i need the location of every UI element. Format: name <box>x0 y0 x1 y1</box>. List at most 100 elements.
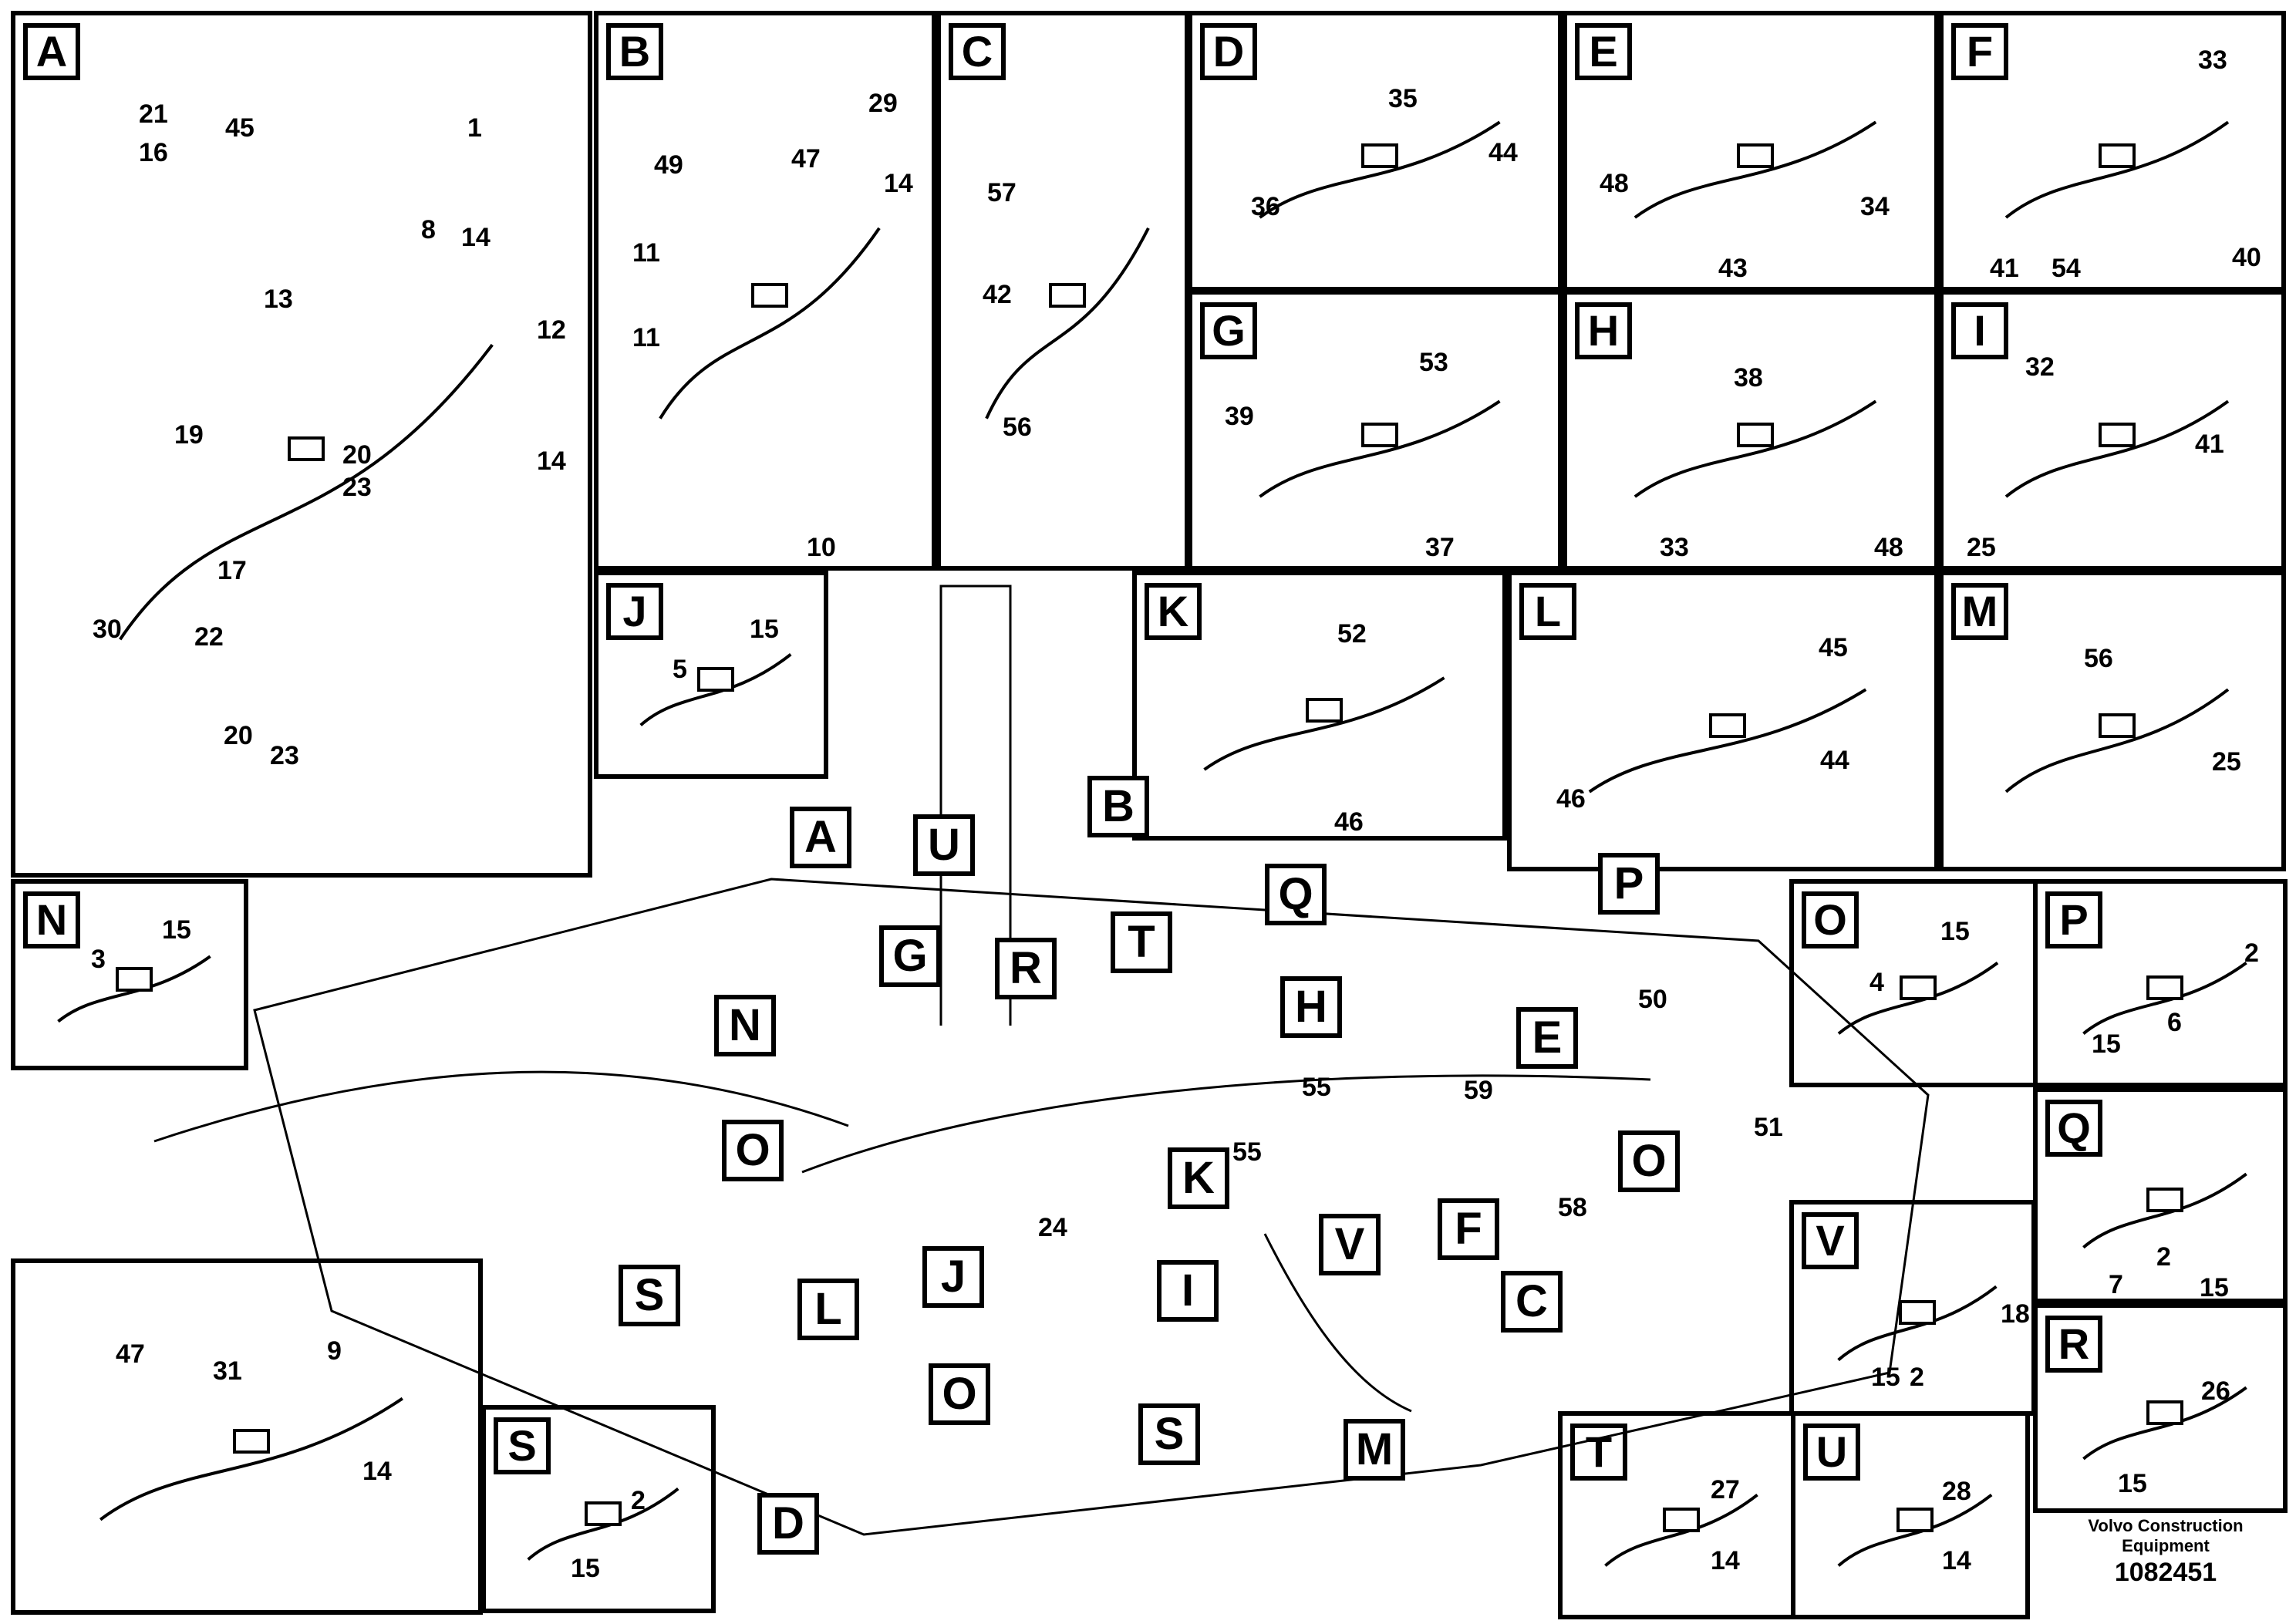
hose-line <box>985 227 1150 419</box>
part-number-callout: 12 <box>537 315 566 345</box>
panel-tag: Q <box>2045 1100 2102 1157</box>
part-number-callout: 23 <box>342 473 372 502</box>
panel-drawing <box>2004 399 2230 498</box>
panel-drawing <box>119 343 494 641</box>
panel-tag: C <box>949 23 1006 80</box>
part-number-callout: 58 <box>1558 1193 1587 1222</box>
view-reference-box: J <box>922 1246 984 1308</box>
panel-tag: H <box>1575 302 1632 359</box>
part-number-callout: 9 <box>327 1336 342 1366</box>
hose-line <box>2082 961 2247 1035</box>
part-number-callout: 29 <box>868 89 898 118</box>
part-number-callout: 15 <box>2200 1273 2229 1302</box>
part-number-callout: 41 <box>2195 430 2224 459</box>
view-reference-box: O <box>929 1363 990 1425</box>
panel-drawing <box>2082 1386 2247 1461</box>
hose-line <box>1259 120 1501 219</box>
part-number-callout: 5 <box>673 655 687 684</box>
part-number-callout: 2 <box>631 1486 646 1515</box>
view-reference-box: M <box>1344 1419 1405 1481</box>
part-number-callout: 46 <box>1334 807 1364 837</box>
panel-drawing <box>2004 120 2230 219</box>
part-number-callout: 59 <box>1464 1076 1493 1105</box>
panel-tag: E <box>1575 23 1632 80</box>
part-number-callout: 14 <box>884 169 913 198</box>
part-number-callout: 38 <box>1734 363 1763 393</box>
part-number-callout: 7 <box>2109 1270 2123 1299</box>
panel-drawing <box>1259 120 1501 219</box>
part-number-callout: 25 <box>1967 533 1996 562</box>
view-reference-box: G <box>879 925 941 987</box>
part-number-callout: 17 <box>217 556 247 585</box>
hose-line <box>57 955 211 1023</box>
part-number-callout: 14 <box>1711 1546 1740 1575</box>
panel-tag: P <box>2045 891 2102 948</box>
fitting-shape <box>288 436 325 461</box>
fitting-shape <box>1709 713 1746 738</box>
view-reference-box: R <box>995 938 1057 999</box>
part-number-callout: 6 <box>2167 1008 2182 1037</box>
part-number-callout: 48 <box>1874 533 1903 562</box>
part-number-callout: 54 <box>2052 254 2081 283</box>
part-number-callout: 45 <box>1819 633 1848 662</box>
panel-tag: N <box>23 891 80 948</box>
footer-brand-line2: Equipment <box>2122 1536 2210 1555</box>
panel-drawing <box>1259 399 1501 498</box>
part-number-callout: 55 <box>1232 1137 1262 1167</box>
hose-line <box>1203 676 1445 771</box>
part-number-callout: 46 <box>1556 784 1586 814</box>
panel-tag: K <box>1145 583 1202 640</box>
part-number-callout: 2 <box>2244 938 2259 968</box>
panel-tag: U <box>1803 1424 1860 1481</box>
footer-code: 1082451 <box>2114 1558 2217 1587</box>
panel-tag: S <box>494 1417 551 1474</box>
part-number-callout: 27 <box>1711 1475 1740 1504</box>
part-number-callout: 32 <box>2025 352 2055 382</box>
hose-line <box>2082 1172 2247 1249</box>
fitting-shape <box>1663 1508 1700 1532</box>
hose-line <box>1837 1494 1993 1567</box>
view-reference-box: K <box>1168 1147 1229 1209</box>
fitting-shape <box>116 967 153 992</box>
panel-tag: V <box>1802 1212 1859 1269</box>
part-number-callout: 19 <box>174 420 204 450</box>
part-number-callout: 49 <box>654 150 683 180</box>
view-reference-box: D <box>757 1493 819 1555</box>
fitting-shape <box>1899 1300 1936 1325</box>
panel-tag: T <box>1570 1424 1627 1481</box>
part-number-callout: 8 <box>421 215 436 244</box>
part-number-callout: 13 <box>264 285 293 314</box>
part-number-callout: 24 <box>1038 1213 1067 1242</box>
panel-drawing <box>2082 961 2247 1035</box>
hose-line <box>2004 120 2230 219</box>
fitting-shape <box>1049 283 1086 308</box>
part-number-callout: 34 <box>1860 192 1890 221</box>
part-number-callout: 18 <box>2001 1299 2030 1329</box>
fitting-shape <box>233 1429 270 1454</box>
panel-tag: D <box>1200 23 1257 80</box>
part-number-callout: 56 <box>1003 413 1032 442</box>
part-number-callout: 33 <box>2198 45 2227 75</box>
hose-line <box>639 653 792 726</box>
hose-line <box>119 343 494 641</box>
fitting-shape <box>2099 423 2136 447</box>
panel-tag: B <box>606 23 663 80</box>
part-number-callout: 28 <box>1942 1477 1971 1506</box>
panel-drawing <box>985 227 1150 419</box>
part-number-callout: 51 <box>1754 1113 1783 1142</box>
fitting-shape <box>1361 423 1398 447</box>
view-reference-box: P <box>1598 853 1660 915</box>
part-number-callout: 37 <box>1425 533 1455 562</box>
part-number-callout: 44 <box>1820 746 1849 775</box>
panel-drawing <box>2004 688 2230 793</box>
